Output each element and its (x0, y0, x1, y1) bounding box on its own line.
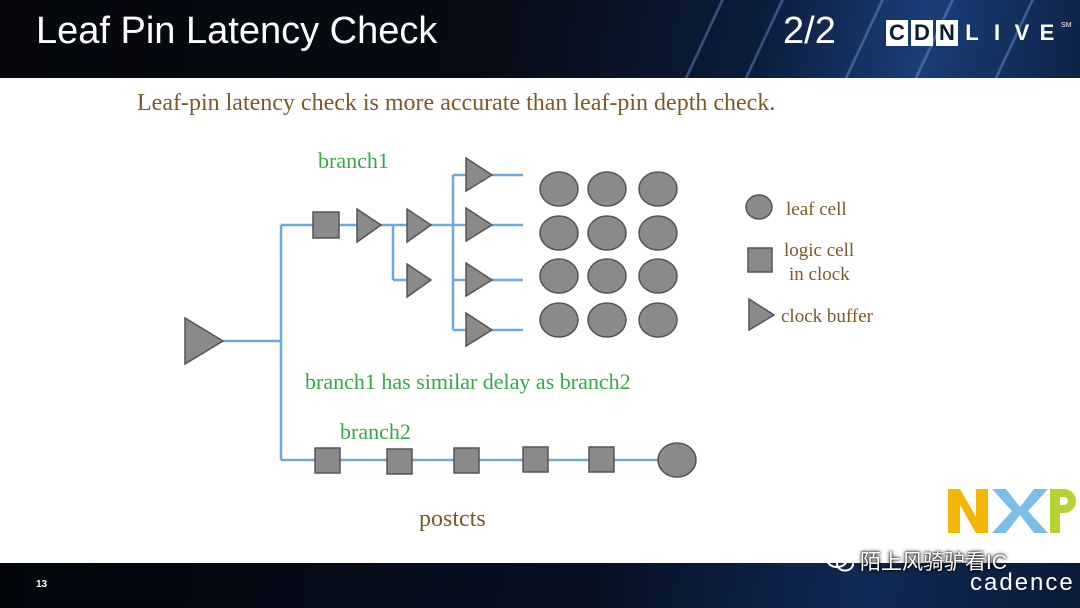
similar-delay-note: branch1 has similar delay as branch2 (305, 369, 631, 394)
logic-cell (588, 446, 615, 473)
leaf-cell (638, 215, 678, 251)
watermark: 陌上风骑驴看IC (826, 546, 1007, 576)
logic-cell (386, 448, 413, 475)
leaf-cell (539, 171, 579, 207)
clock-buffer (465, 206, 494, 243)
leaf-cell (587, 215, 627, 251)
legend-logic-cell-icon (747, 247, 773, 273)
slide-title: Leaf Pin Latency Check (36, 10, 438, 52)
page-fraction: 2/2 (783, 10, 836, 52)
leaf-cell (587, 258, 627, 294)
slide-subtitle: Leaf-pin latency check is more accurate … (137, 90, 776, 116)
clock-buffer (406, 262, 433, 299)
logic-cell (453, 447, 480, 474)
wechat-icon (826, 550, 854, 572)
legend-clock-buffer-label: clock buffer (781, 306, 874, 327)
clock-buffer (465, 311, 494, 348)
leaf-cell (638, 171, 678, 207)
slide-footer: 13 cadence (0, 563, 1080, 608)
logic-cell (314, 447, 341, 474)
nxp-logo (948, 489, 1076, 533)
branch2-label: branch2 (340, 419, 411, 444)
leaf-cell (587, 302, 627, 338)
legend-leaf-cell-icon (745, 194, 773, 220)
cadence-logo: cadence (970, 569, 1075, 596)
leaf-cell (539, 258, 579, 294)
root-clock-buffer (184, 316, 225, 366)
branch1-label: branch1 (318, 148, 389, 173)
clock-buffer (356, 207, 383, 244)
logic-cell (522, 446, 549, 473)
leaf-cell (657, 442, 697, 478)
page-number: 13 (36, 579, 48, 590)
leaf-cell (638, 302, 678, 338)
leaf-cell (539, 302, 579, 338)
clock-buffer (465, 156, 494, 193)
slide-header: Leaf Pin Latency Check 2/2 C D N L I V E… (0, 0, 1080, 78)
leaf-cell (638, 258, 678, 294)
legend-logic-cell-label: logic cell (784, 240, 854, 261)
cdnlive-logo: C D N L I V E SM (886, 20, 1072, 46)
legend-logic-cell-label-line2: in clock (789, 264, 850, 285)
clock-buffer (465, 261, 494, 298)
leaf-cell (539, 215, 579, 251)
watermark-text: 陌上风骑驴看IC (860, 551, 1007, 574)
postcts-label: postcts (419, 506, 486, 532)
clock-buffer (406, 207, 433, 244)
legend-leaf-cell-label: leaf cell (786, 199, 847, 220)
legend-clock-buffer-icon (748, 297, 776, 332)
logic-cell (312, 211, 340, 239)
leaf-cell (587, 171, 627, 207)
